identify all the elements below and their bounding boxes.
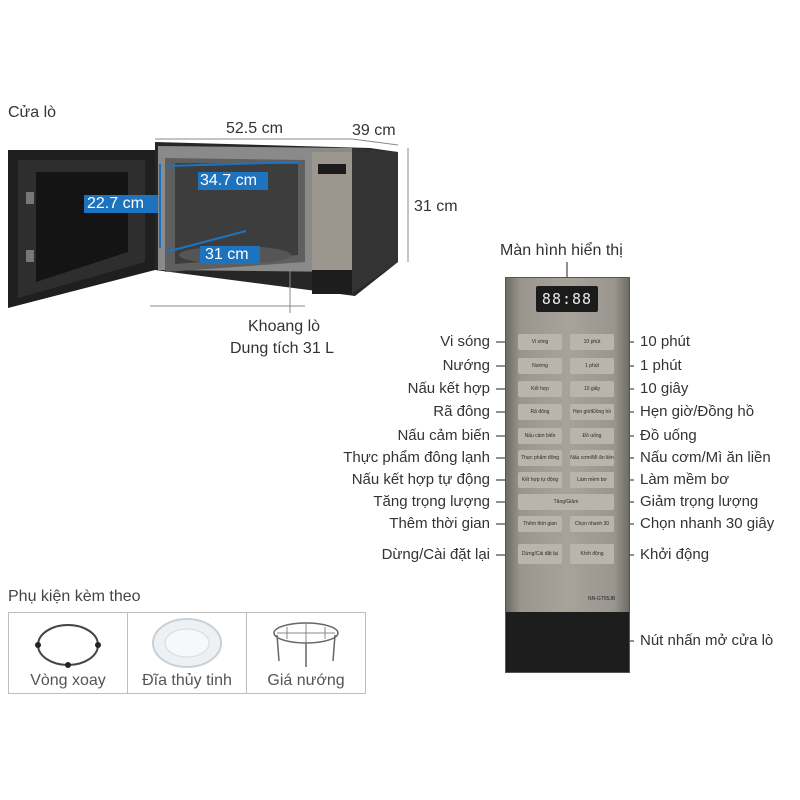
key-timer-clock[interactable]: Hẹn giờ/Đồng hồ [570, 404, 614, 420]
callout-quick-30: Chọn nhanh 30 giây [640, 515, 775, 532]
accessory-glass-tray: Đĩa thủy tinh [127, 612, 247, 694]
callout-timer-clock: Hẹn giờ/Đồng hồ [640, 403, 755, 420]
accessory-grill-rack: Giá nướng [246, 612, 366, 694]
key-stop-reset[interactable]: Dừng/Cài đặt lại [518, 544, 562, 564]
key-1-min[interactable]: 1 phút [570, 358, 614, 374]
key-10-min[interactable]: 10 phút [570, 334, 614, 350]
key-frozen-food[interactable]: Thực phẩm đông lạnh [518, 450, 562, 466]
accessory-name: Đĩa thủy tinh [142, 672, 232, 689]
cavity-label: Khoang lò [248, 318, 321, 335]
glass-tray-icon [152, 618, 222, 668]
callout-rice-noodle: Nấu cơm/Mì ăn liền [640, 449, 771, 466]
callout-sensor-cook: Nấu cảm biến [397, 427, 490, 444]
key-start[interactable]: Khởi động [570, 544, 614, 564]
callout-auto-combination: Nấu kết hợp tự động [351, 471, 490, 488]
callout-10-min: 10 phút [640, 333, 691, 350]
model-number: NN-GT65JB [588, 596, 616, 602]
key-weight-adjust[interactable]: Tăng/Giảm [518, 494, 614, 510]
height-label: 31 cm [414, 198, 458, 215]
key-quick-30[interactable]: Chọn nhanh 30 [570, 516, 614, 532]
key-10-sec[interactable]: 10 giây [570, 381, 614, 397]
callout-defrost: Rã đông [433, 403, 490, 420]
door-open-button[interactable] [506, 612, 629, 672]
callout-stop-reset: Dừng/Cài đặt lại [381, 546, 490, 563]
key-auto-combination[interactable]: Kết hợp tự động [518, 472, 562, 488]
accessory-name: Vòng xoay [30, 672, 106, 689]
inner-dimension-arrows [159, 161, 301, 253]
callout-soften-butter: Làm mềm bơ [640, 471, 730, 488]
callout-increase-weight: Tăng trọng lượng [373, 493, 490, 510]
callout-grill: Nướng [442, 357, 490, 374]
key-sensor-cook[interactable]: Nấu cảm biến [518, 428, 562, 444]
callout-1-min: 1 phút [640, 357, 682, 374]
callout-add-time: Thêm thời gian [389, 515, 490, 532]
door-label: Cửa lò [8, 104, 57, 121]
callout-microwave: Vi sóng [440, 333, 490, 350]
control-panel: 88:88 Vi sóng 10 phút Nướng 1 phút Kết h… [505, 277, 630, 673]
key-defrost[interactable]: Rã đông [518, 404, 562, 420]
accessory-roller-ring: Vòng xoay [8, 612, 128, 694]
callout-decrease-weight: Giảm trọng lượng [640, 493, 759, 510]
key-add-time[interactable]: Thêm thời gian [518, 516, 562, 532]
callout-frozen-food: Thực phẩm đông lạnh [343, 449, 490, 466]
inner-height-label: 22.7 cm [87, 195, 144, 212]
grill-rack-icon [273, 622, 339, 667]
key-grill[interactable]: Nướng [518, 358, 562, 374]
panel-display: 88:88 [536, 286, 598, 312]
key-microwave[interactable]: Vi sóng [518, 334, 562, 350]
accessory-name: Giá nướng [267, 672, 345, 689]
depth-label: 39 cm [352, 122, 396, 139]
key-beverage[interactable]: Đồ uống [570, 428, 614, 444]
callout-10-sec: 10 giây [640, 380, 689, 397]
key-combination[interactable]: Kết hợp [518, 381, 562, 397]
callout-door-button: Nút nhấn mở cửa lò [640, 632, 774, 649]
accessories-title: Phụ kiện kèm theo [8, 588, 141, 605]
callout-combination: Nấu kết hợp [407, 380, 490, 397]
key-rice-noodle[interactable]: Nấu cơm/Mì ăn liền [570, 450, 614, 466]
width-label: 52.5 cm [226, 120, 283, 137]
inner-width-label: 34.7 cm [200, 172, 257, 189]
key-soften-butter[interactable]: Làm mềm bơ [570, 472, 614, 488]
display-label: Màn hình hiển thị [500, 242, 623, 259]
inner-depth-label: 31 cm [205, 246, 249, 263]
callout-start: Khởi động [640, 546, 710, 563]
capacity-label: Dung tích 31 L [230, 340, 335, 357]
callout-beverage: Đồ uống [640, 427, 697, 444]
roller-ring-icon [35, 624, 101, 668]
